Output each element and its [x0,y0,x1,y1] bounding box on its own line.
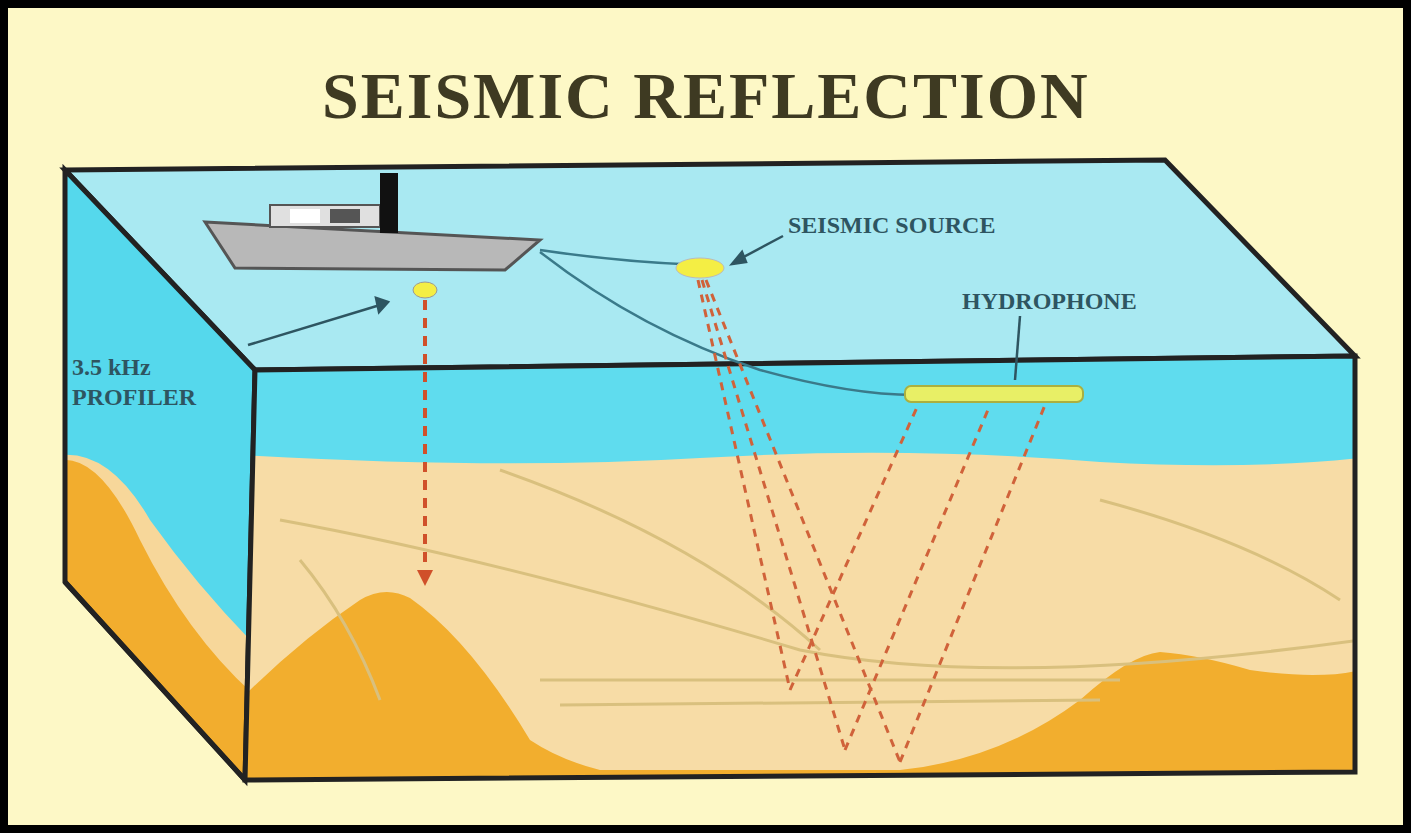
part-label: 3.5 kHz PROFILER [72,352,242,412]
diagram-title: SEISMIC REFLECTION [322,58,1090,134]
part-label: HYDROPHONE [962,288,1137,315]
part-label: SEISMIC SOURCE [788,212,995,239]
